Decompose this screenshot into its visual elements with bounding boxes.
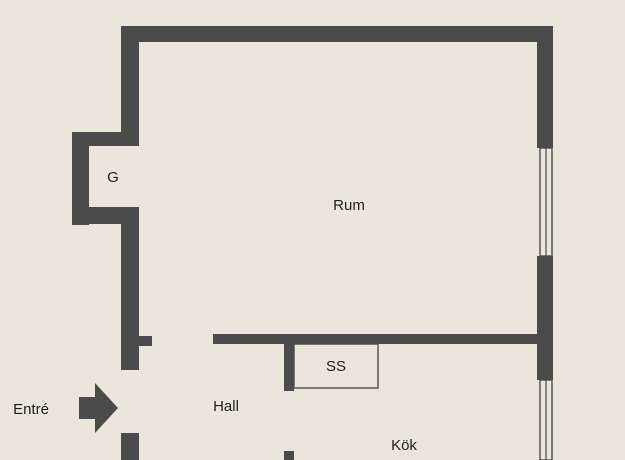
label-entrance: Entré xyxy=(13,401,49,418)
left-wall-middle xyxy=(121,207,139,370)
ss-cabinet xyxy=(293,343,379,389)
bottom-wall-stub xyxy=(284,451,294,460)
closet-left-wall xyxy=(72,132,89,225)
right-wall-middle xyxy=(537,256,553,380)
interior-wall-horizontal xyxy=(213,334,545,344)
label-hall: Hall xyxy=(213,398,239,415)
top-wall xyxy=(121,26,553,42)
label-garderob: G xyxy=(107,169,119,186)
entrance-arrow-icon xyxy=(79,383,118,433)
ss-divider-wall xyxy=(284,344,294,391)
left-wall-lower xyxy=(121,433,139,460)
left-wall-stub xyxy=(139,336,152,346)
right-wall-upper xyxy=(537,26,553,148)
label-ss: SS xyxy=(326,358,346,375)
left-wall-upper xyxy=(121,26,139,134)
label-kok: Kök xyxy=(391,437,417,454)
label-rum: Rum xyxy=(333,197,365,214)
